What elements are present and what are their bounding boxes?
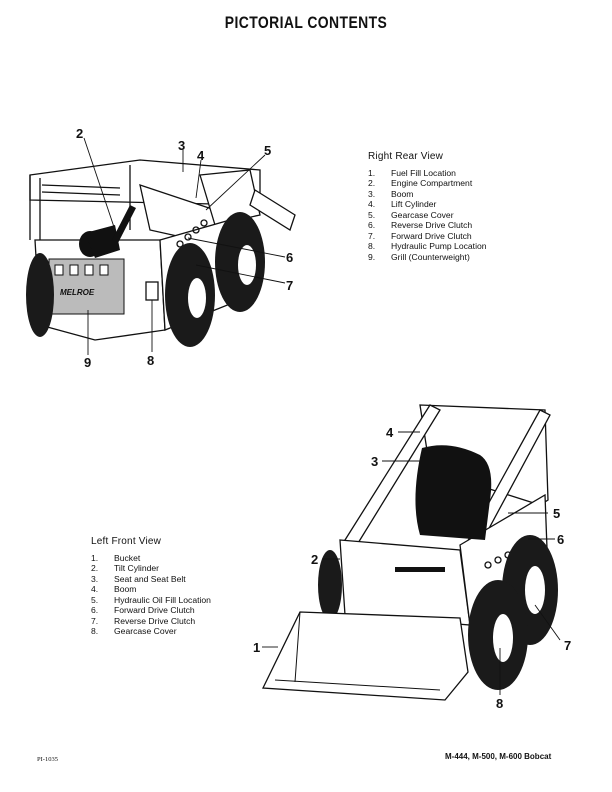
legend-item: 2.Tilt Cylinder	[91, 563, 160, 573]
right-rear-view-heading: Right Rear View	[368, 151, 444, 162]
left-front-view-illustration: 1 2 3 4 5 6 7 8	[253, 404, 571, 711]
rr-callout-6: 6	[286, 250, 293, 265]
lf-callout-4: 4	[386, 425, 394, 440]
legend-item: 6.Reverse Drive Clutch	[368, 220, 473, 230]
page-title: PICTORIAL CONTENTS	[224, 13, 388, 32]
legend-item: 2.Engine Compartment	[368, 178, 473, 188]
legend-item: 8.Gearcase Cover	[91, 626, 177, 636]
lf-callout-8: 8	[496, 696, 503, 711]
lf-callout-2: 2	[311, 552, 318, 567]
legend-item: 8.Hydraulic Pump Location	[368, 241, 487, 251]
legend-item: 7.Reverse Drive Clutch	[91, 615, 196, 626]
legend-item: 5.Gearcase Cover	[368, 209, 454, 220]
rr-callout-8: 8	[147, 353, 154, 368]
right-rear-view-legend: Right Rear View 1.Fuel Fill Location 2.E…	[368, 151, 487, 262]
grill-text: MELROE	[60, 288, 95, 297]
rr-callout-3: 3	[178, 138, 185, 153]
lf-callout-7: 7	[564, 638, 571, 653]
lf-callout-5: 5	[553, 506, 560, 521]
rr-callout-5: 5	[264, 143, 271, 158]
legend-item: 1.Bucket	[91, 552, 141, 563]
model-footer: M-444, M-500, M-600 Bobcat	[445, 752, 552, 761]
legend-item: 3.Seat and Seat Belt	[91, 573, 186, 584]
legend-item: 6.Forward Drive Clutch	[91, 605, 195, 615]
legend-item: 5.Hydraulic Oil Fill Location	[91, 594, 211, 605]
lf-callout-6: 6	[557, 532, 564, 547]
lf-callout-3: 3	[371, 454, 378, 469]
legend-item: 4.Boom	[91, 584, 137, 594]
legend-item: 3.Boom	[368, 188, 414, 199]
legend-item: 1.Fuel Fill Location	[368, 167, 456, 178]
document-code: PI-1035	[37, 756, 58, 763]
rr-callout-4: 4	[197, 148, 205, 163]
lf-callout-1: 1	[253, 640, 260, 655]
left-front-view-legend: Left Front View 1.Bucket 2.Tilt Cylinder…	[91, 536, 211, 637]
left-front-view-heading: Left Front View	[91, 536, 162, 547]
rr-callout-7: 7	[286, 278, 293, 293]
legend-item: 7.Forward Drive Clutch	[368, 230, 472, 241]
legend-item: 4.Lift Cylinder	[368, 199, 437, 209]
legend-item: 9.Grill (Counterweight)	[368, 251, 470, 262]
rr-callout-9: 9	[84, 355, 91, 370]
rr-callout-2: 2	[76, 126, 83, 141]
